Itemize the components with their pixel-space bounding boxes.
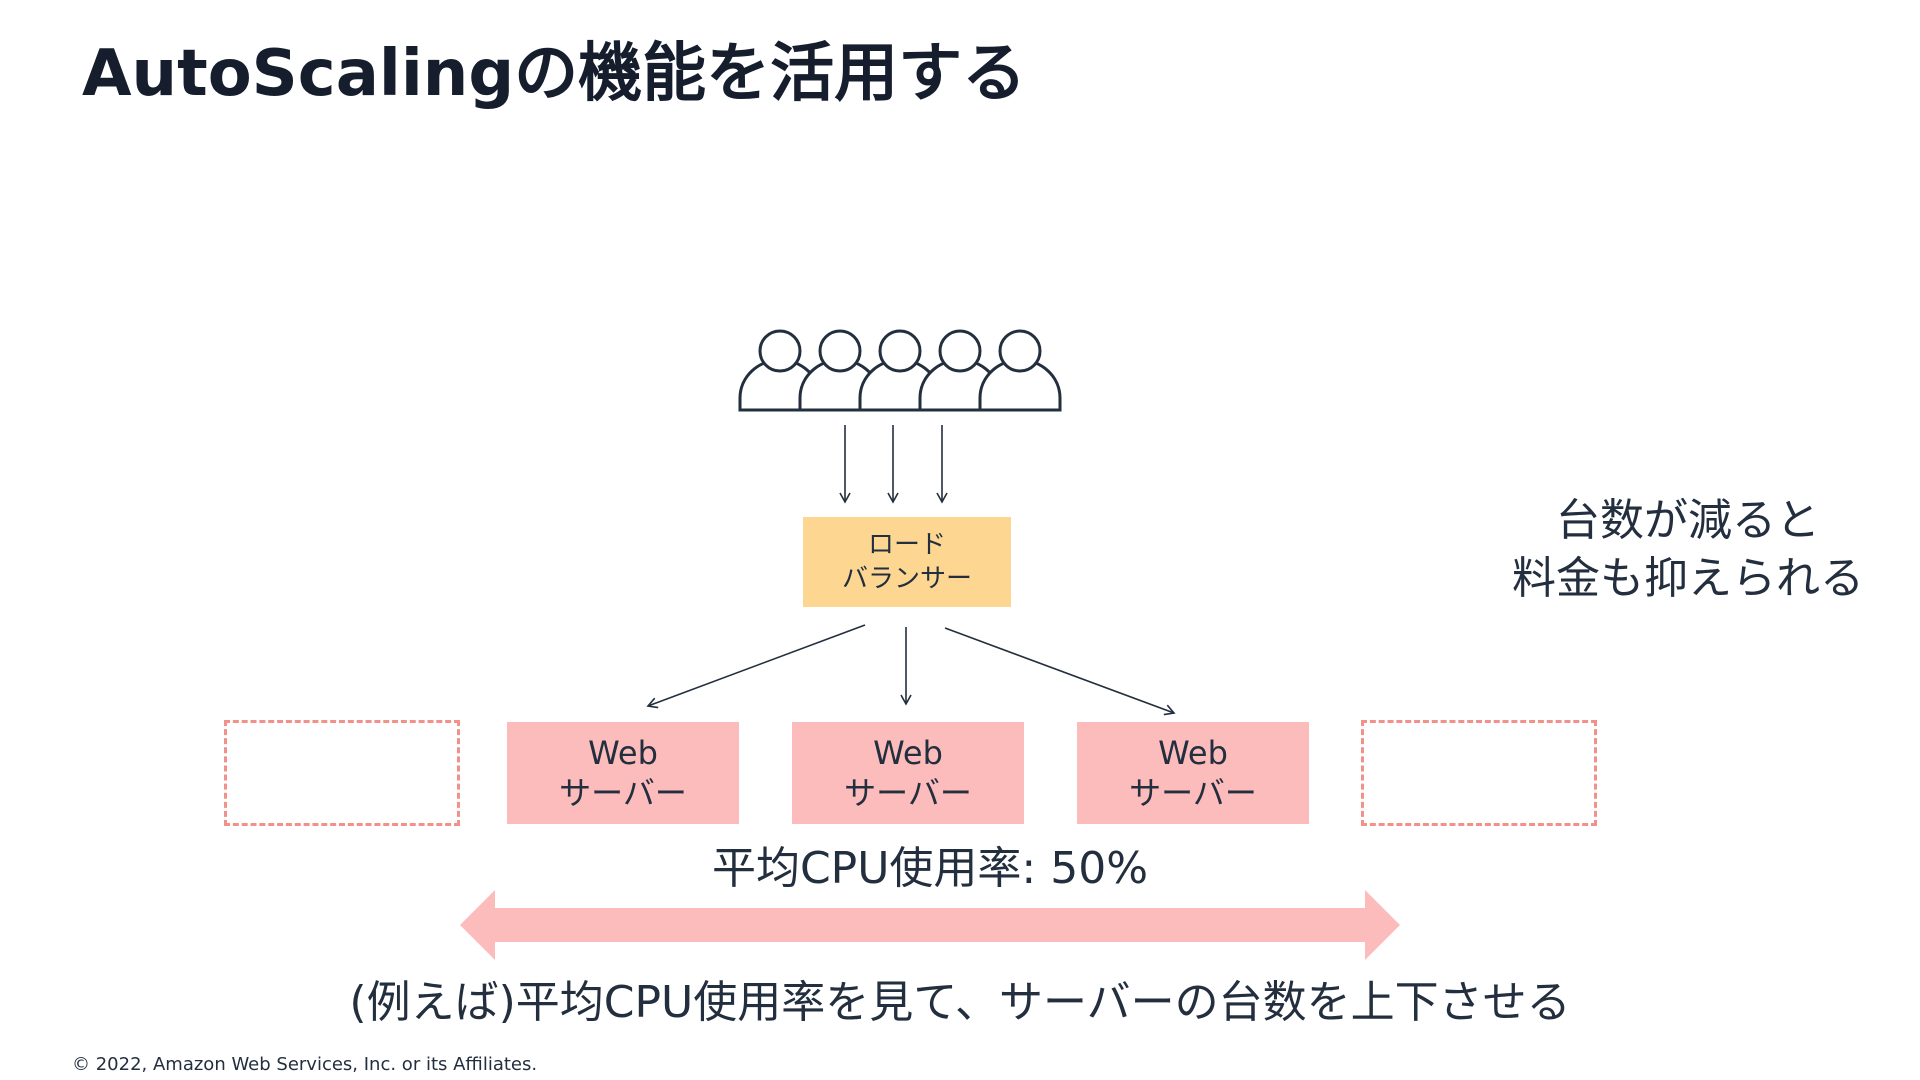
double-headed-arrow-icon [460,890,1400,960]
web-server-box: Web サーバー [1077,722,1309,824]
lb-to-server-arrows [646,624,1176,716]
web-server-label-line2: サーバー [559,774,687,812]
lb-arrow-left [646,624,866,709]
load-balancer-label-line2: バランサー [841,564,972,594]
copyright-footer: © 2022, Amazon Web Services, Inc. or its… [72,1054,538,1075]
web-server-box: Web サーバー [507,722,739,824]
web-server-box: Web サーバー [792,722,1024,824]
removed-server-placeholder-right [1361,720,1597,826]
removed-server-placeholder-left [224,720,460,826]
load-balancer-label-line1: ロード [867,530,946,560]
web-server-label-line1: Web [588,734,658,772]
web-server-label-line2: サーバー [1129,774,1257,812]
users-group-icon [738,329,1062,412]
cost-note-line2: 料金も抑えられる [1512,553,1864,604]
lb-arrow-right [944,627,1176,716]
average-cpu-label: 平均CPU使用率: 50% [711,843,1149,894]
web-server-label-line1: Web [873,734,943,772]
scaling-caption: (例えば)平均CPU使用率を見て、サーバーの台数を上下させる [349,977,1571,1028]
cost-note-line1: 台数が減ると [1556,495,1820,546]
cost-note: 台数が減ると 料金も抑えられる [1478,492,1898,608]
slide-title: AutoScalingの機能を活用する [82,37,1027,111]
web-server-label-line1: Web [1158,734,1228,772]
web-server-label-line2: サーバー [844,774,972,812]
user-icon [978,329,1062,412]
load-balancer-box: ロード バランサー [803,517,1011,607]
user-to-lb-arrows [839,425,948,504]
